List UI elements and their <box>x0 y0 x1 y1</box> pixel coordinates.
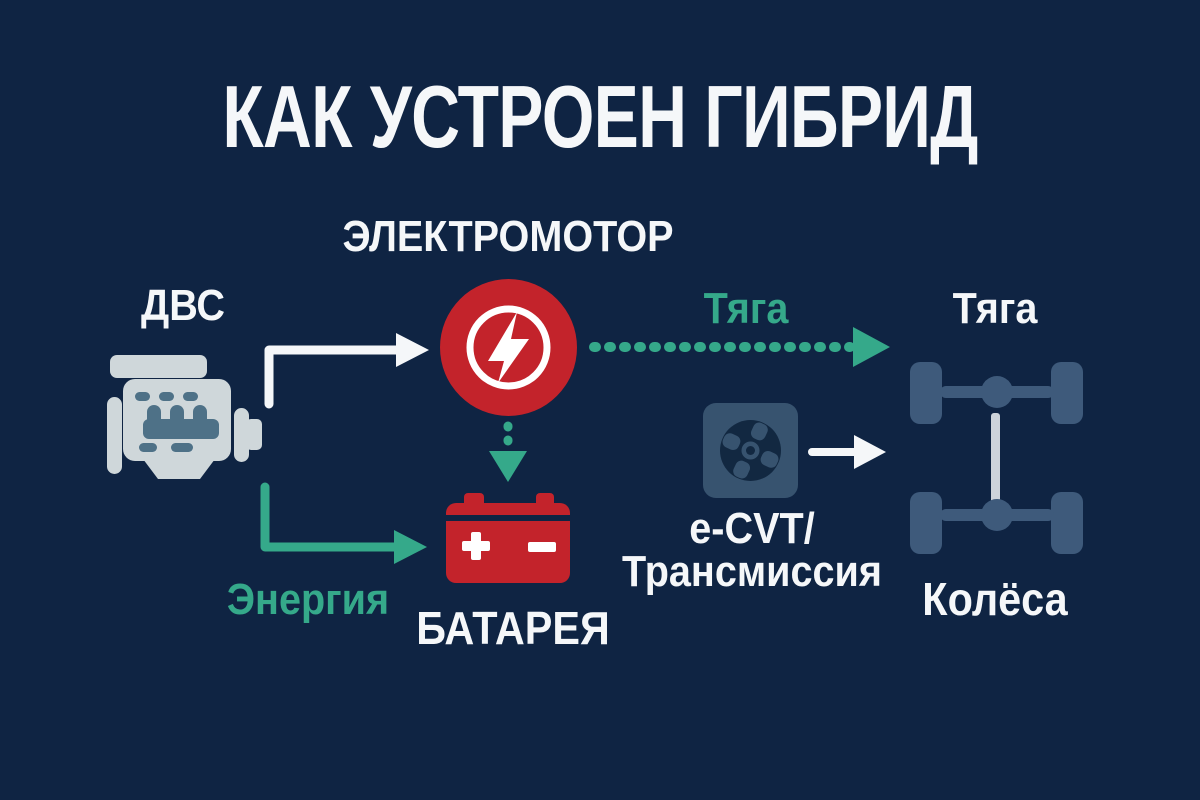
electric-motor-icon <box>440 279 577 416</box>
energy-edge-label: Энергия <box>226 575 390 624</box>
motor-label: ЭЛЕКТРОМОТОР <box>342 212 674 261</box>
page-title: КАК УСТРОЕН ГИБРИД <box>222 67 978 166</box>
wheels-label: Колёса <box>922 573 1068 625</box>
battery-label: БАТАРЕЯ <box>416 602 610 654</box>
battery-icon <box>446 493 570 583</box>
transmission-turbine-icon <box>703 403 798 498</box>
traction-edge-label: Тяга <box>703 284 789 333</box>
transmission-label-line1: e-CVT/ <box>689 504 815 553</box>
wheels-traction-label: Тяга <box>952 284 1038 333</box>
transmission-label-line2: Трансмиссия <box>622 547 882 596</box>
arrow-engine-to-motor <box>264 333 429 409</box>
arrow-motor-to-wheels-dashed <box>589 327 890 367</box>
engine-icon <box>107 355 262 479</box>
engine-label: ДВС <box>141 281 225 330</box>
arrow-motor-to-battery-dashed <box>489 421 527 482</box>
battery-plus-symbol <box>462 532 490 560</box>
arrow-transmission-to-wheels <box>808 435 886 469</box>
battery-minus-symbol <box>528 542 556 552</box>
wheels-axle-icon <box>910 362 1083 554</box>
lightning-bolt-icon <box>488 312 529 383</box>
arrow-engine-to-battery <box>260 482 427 564</box>
